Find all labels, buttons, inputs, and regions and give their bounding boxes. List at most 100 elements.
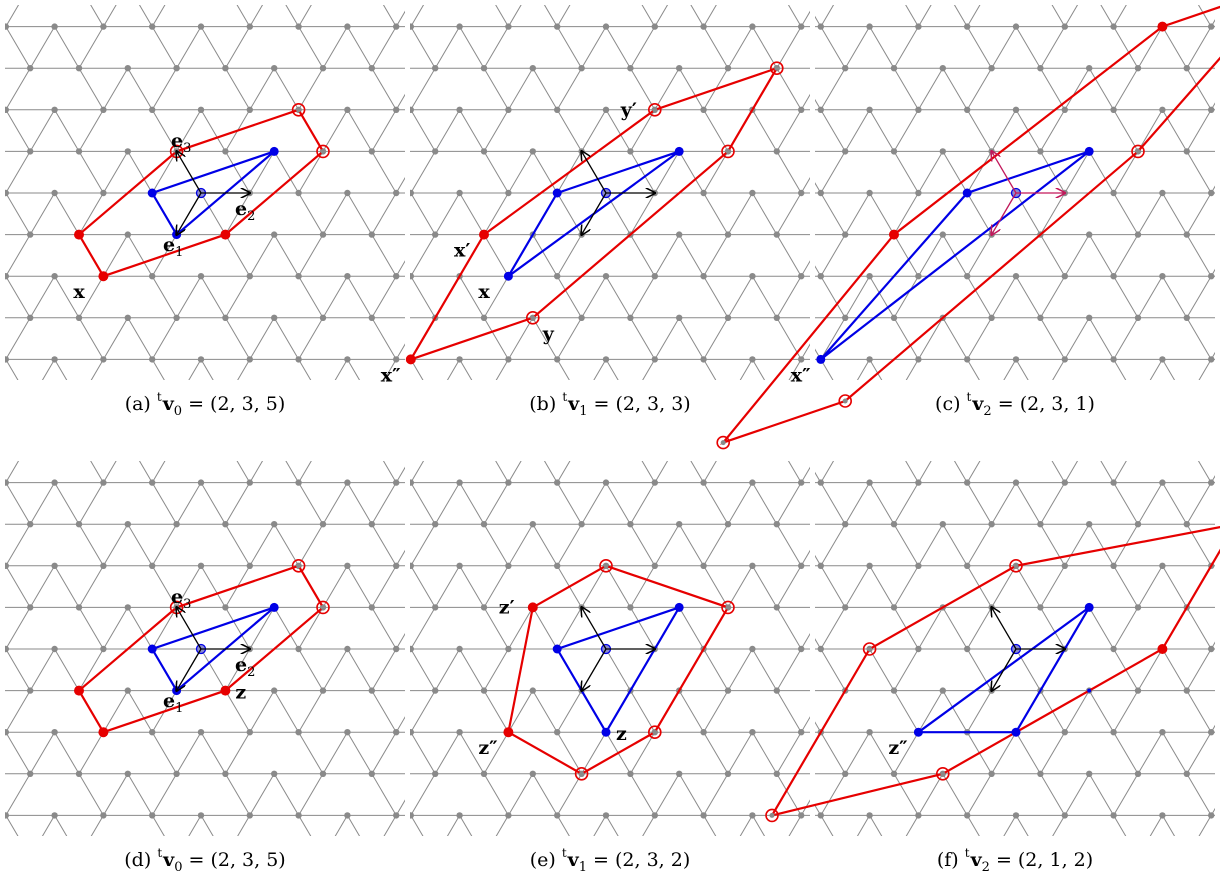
- grid-edge: [224, 275, 251, 319]
- grid-edge: [966, 690, 993, 733]
- polygon-vertex-core: [296, 563, 302, 569]
- grid-edge: [1039, 607, 1066, 650]
- lattice-point: [798, 645, 805, 653]
- basis-arrow-e3: [177, 151, 202, 194]
- lattice-point: [456, 562, 463, 569]
- grid-edge: [991, 275, 1017, 319]
- grid-edge: [1015, 192, 1041, 235]
- polygon-vertex-filled: [74, 685, 84, 696]
- lattice-point: [5, 273, 9, 280]
- grid-edge: [94, 318, 118, 360]
- grid-edge: [494, 110, 518, 152]
- grid-edge: [616, 566, 640, 608]
- grid-edge: [54, 815, 68, 836]
- grid-edge: [421, 68, 445, 110]
- grid-edge: [382, 461, 397, 483]
- lattice-point: [915, 23, 922, 30]
- grid-edge: [224, 151, 251, 194]
- grid-edge: [577, 649, 601, 691]
- grid-edge: [640, 27, 664, 69]
- grid-edge: [1161, 192, 1188, 235]
- grid-edge: [5, 109, 31, 152]
- grid-edge: [996, 27, 1020, 69]
- grid-edge: [1210, 268, 1215, 277]
- grid-edge: [273, 773, 300, 816]
- grid-edge: [176, 109, 202, 152]
- grid-edge: [923, 151, 947, 193]
- lattice-point: [627, 521, 634, 528]
- grid-edge: [346, 359, 361, 380]
- grid-edge: [1198, 359, 1212, 380]
- grid-edge: [972, 235, 996, 277]
- grid-edge: [893, 192, 919, 235]
- grid-edge: [410, 359, 424, 380]
- lattice-point: [798, 23, 805, 30]
- grid-edge: [102, 151, 129, 194]
- lattice-point: [749, 356, 756, 363]
- grid-edge: [322, 275, 348, 319]
- polygon-vertex-core: [296, 107, 302, 113]
- grid-edge: [674, 235, 698, 277]
- lattice-point: [554, 729, 561, 736]
- grid-edge: [748, 607, 772, 649]
- grid-edge: [654, 773, 680, 816]
- grid-edge: [78, 565, 104, 608]
- lattice-point: [100, 645, 107, 653]
- grid-edge: [629, 565, 656, 608]
- lattice-point: [1037, 770, 1044, 777]
- grid-edge: [942, 151, 968, 194]
- lattice-point: [344, 479, 351, 486]
- grid-edge: [410, 607, 436, 650]
- caption-b: (b) tv1 = (2, 3, 3): [529, 390, 691, 419]
- grid-edge: [1137, 26, 1163, 69]
- grid-edge: [605, 109, 631, 152]
- grid-edge: [869, 648, 895, 691]
- grid-edge: [240, 235, 264, 277]
- grid-edge: [371, 482, 397, 525]
- grid-edge: [395, 549, 405, 567]
- grid-edge: [371, 731, 397, 775]
- lattice-point: [410, 812, 414, 819]
- grid-edge: [850, 691, 874, 733]
- grid-edge: [346, 109, 373, 152]
- grid-edge: [869, 482, 895, 525]
- grid-edge: [1088, 151, 1115, 194]
- grid-edge: [54, 482, 80, 525]
- lattice-point: [344, 189, 351, 197]
- lattice-point: [410, 729, 414, 736]
- point-label: x′: [454, 240, 470, 262]
- grid-edge: [1088, 234, 1115, 277]
- grid-edge: [5, 813, 7, 816]
- lattice-point: [1110, 562, 1117, 569]
- grid-edge: [29, 26, 56, 69]
- grid-edge: [264, 441, 288, 483]
- lattice-point: [915, 479, 922, 486]
- lattice-point: [1134, 65, 1142, 72]
- grid-edge: [703, 26, 729, 69]
- grid-edge: [289, 276, 313, 318]
- grid-edge: [410, 646, 412, 650]
- grid-edge: [917, 607, 944, 650]
- grid-edge: [507, 151, 534, 194]
- point-label: x″: [381, 364, 401, 386]
- lattice-point: [75, 521, 83, 528]
- lattice-point: [700, 189, 707, 197]
- grid-edge: [650, 235, 674, 277]
- lattice-point: [915, 562, 922, 569]
- grid-edge: [5, 317, 31, 360]
- grid-edge: [338, 318, 362, 360]
- grid-edge: [556, 109, 583, 152]
- grid-edge: [445, 441, 469, 483]
- grid-edge: [948, 524, 972, 566]
- lattice-point: [51, 729, 58, 736]
- lattice-point: [1134, 770, 1142, 777]
- grid-edge: [518, 110, 542, 152]
- grid-edge: [991, 109, 1017, 152]
- lattice-point: [724, 687, 732, 694]
- grid-edge: [434, 482, 461, 525]
- basis-label-e2: e2: [235, 654, 255, 680]
- lattice-point: [749, 479, 756, 486]
- lattice-point: [197, 812, 205, 819]
- lattice-point: [1110, 106, 1117, 114]
